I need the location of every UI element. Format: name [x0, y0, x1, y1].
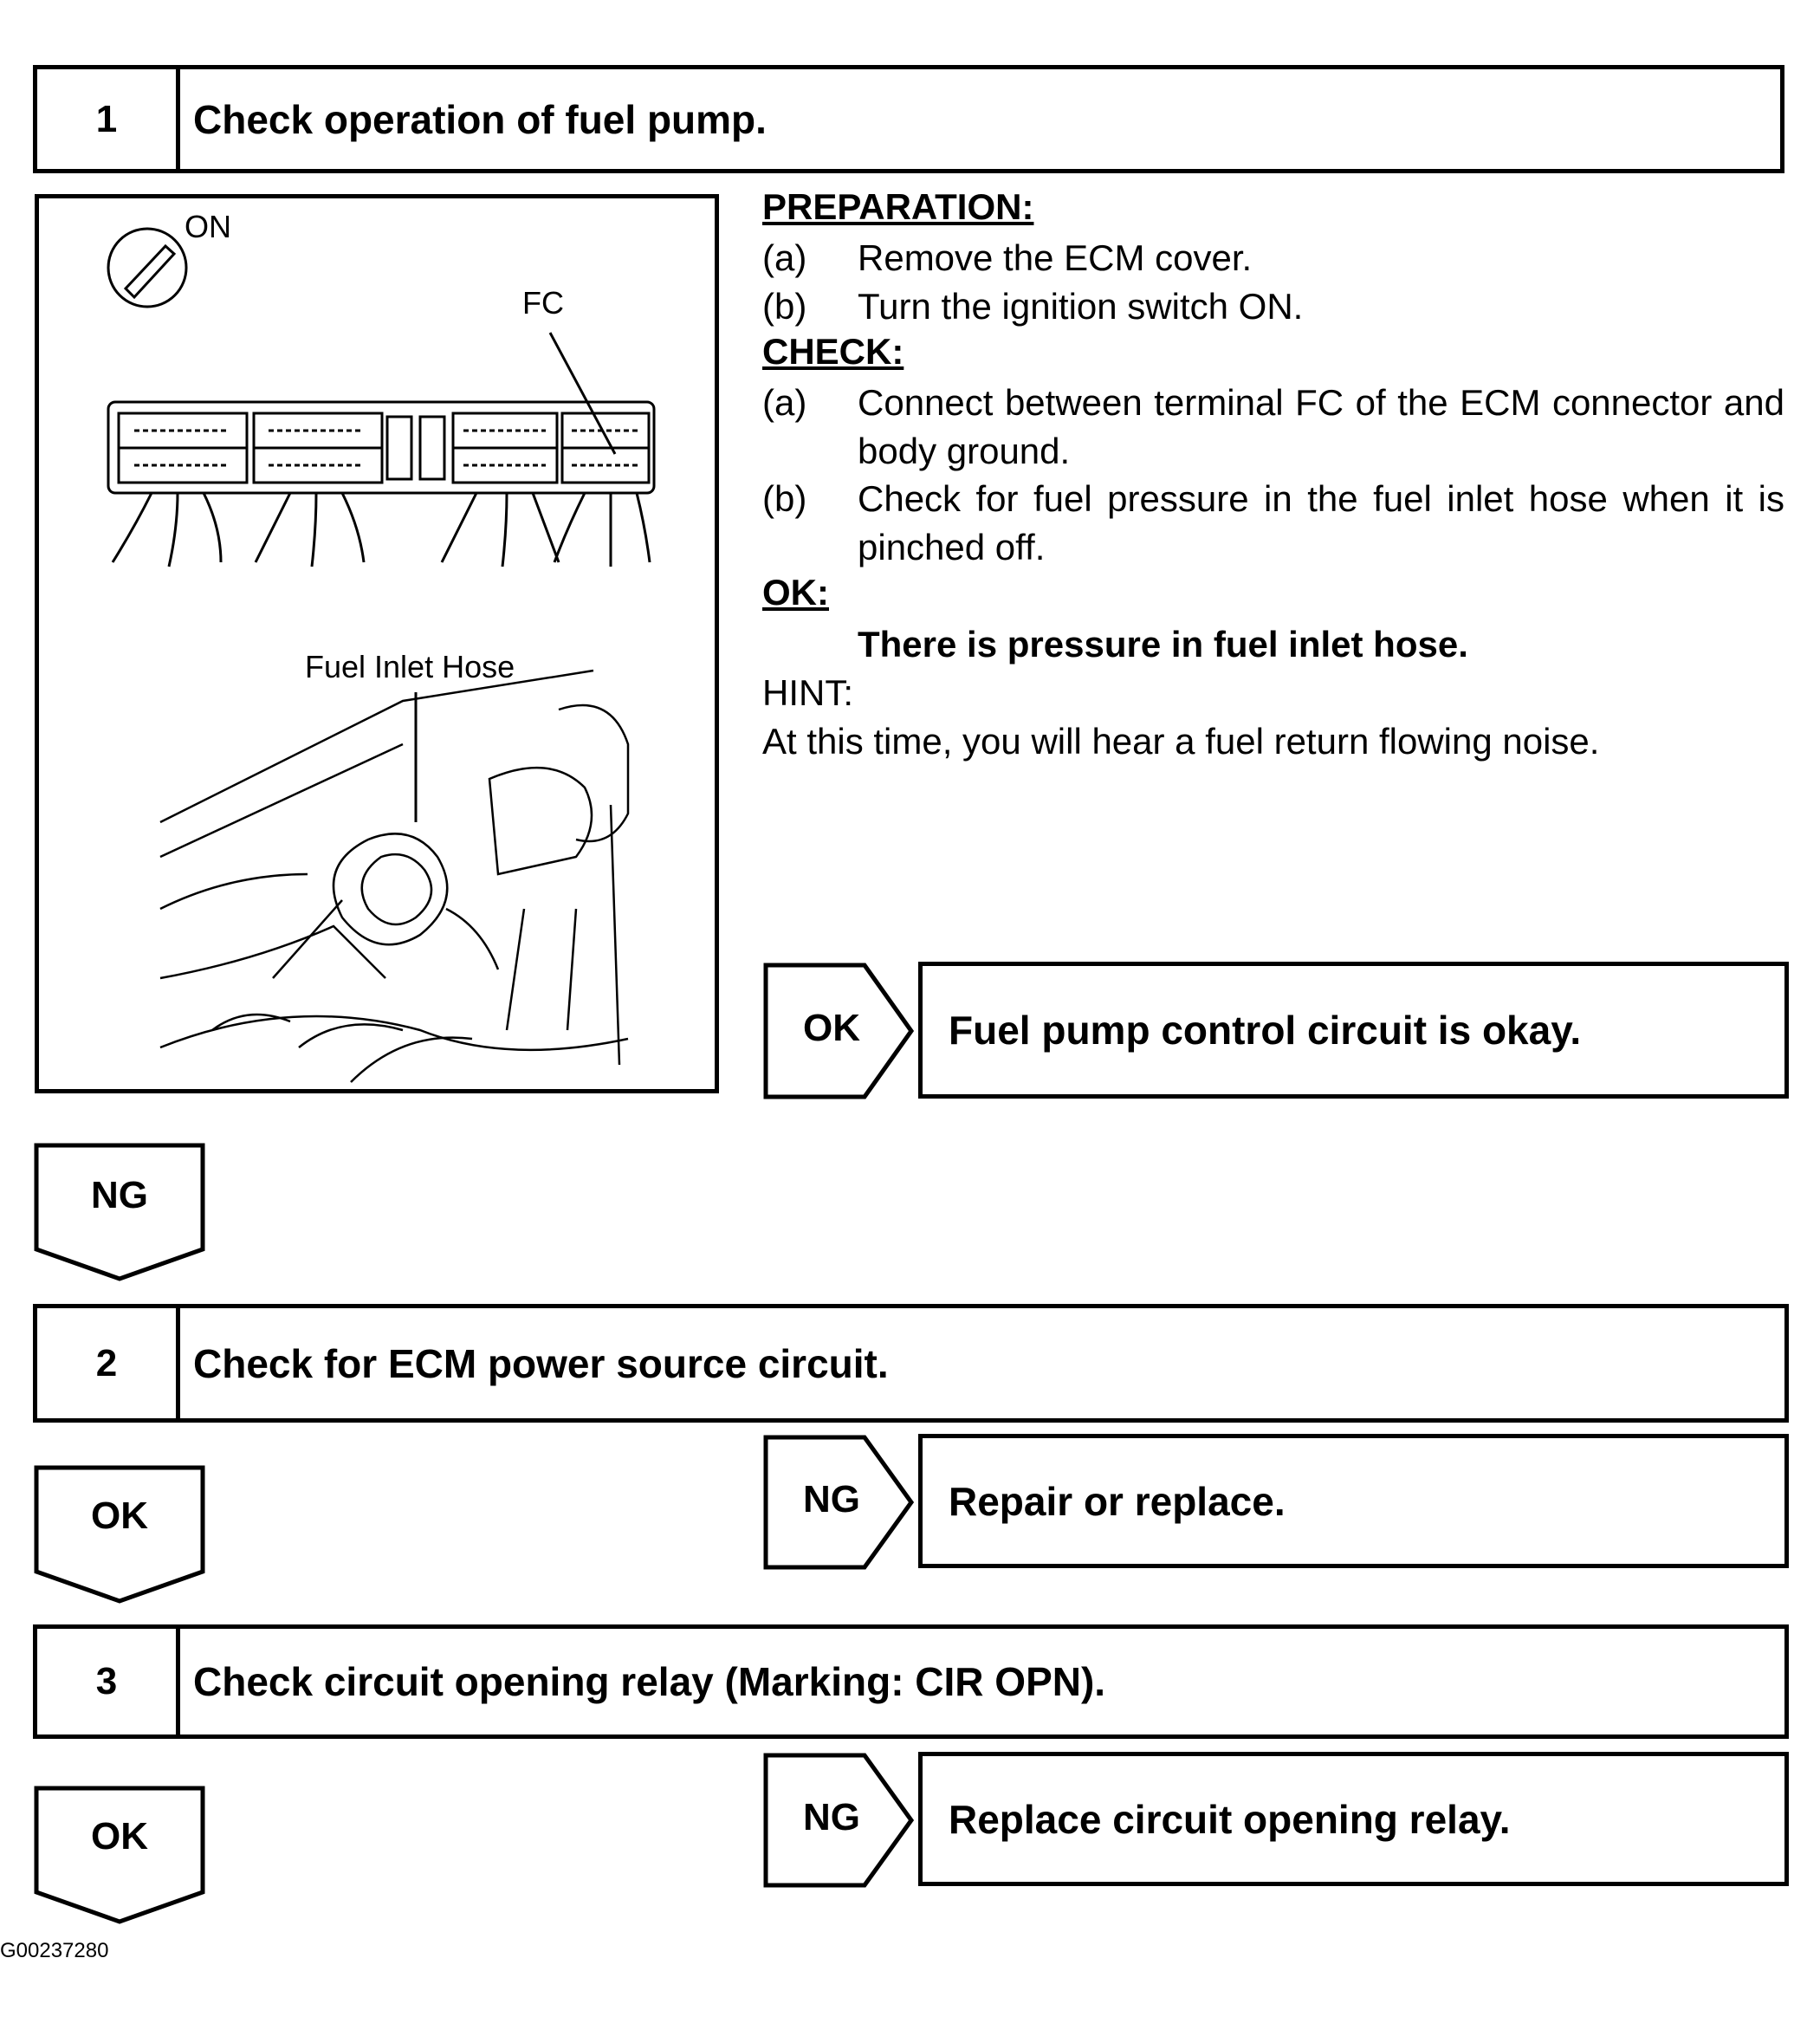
item-label: (b) — [762, 478, 807, 519]
step-1-ok-arrow — [763, 963, 915, 1099]
ecm-illustration — [107, 227, 656, 1083]
step-1-ng-label: NG — [91, 1174, 148, 1216]
step-2-ok-arrow — [34, 1465, 205, 1604]
step-3-title: Check circuit opening relay (Marking: CI… — [193, 1659, 1106, 1704]
ignition-switch-icon — [107, 227, 188, 308]
figure-code: G00237280 — [0, 1939, 109, 1962]
fuel-inlet-hose-label: Fuel Inlet Hose — [305, 649, 515, 684]
item-text: Turn the ignition switch ON. — [858, 286, 1304, 327]
switch-on-label: ON — [185, 209, 231, 244]
item-label: (a) — [762, 237, 807, 278]
step-2-ok-label: OK — [91, 1495, 148, 1537]
engine-bay-sketch — [159, 669, 630, 1083]
step-3-ng-arrow — [763, 1753, 915, 1888]
preparation-heading: PREPARATION: — [762, 186, 1034, 227]
ecm-connector — [107, 400, 656, 567]
item-text: Check for fuel pressure in the fuel inle… — [858, 478, 1784, 567]
ok-spec-text: There is pressure in fuel inlet hose. — [858, 624, 1468, 665]
fc-terminal-label: FC — [522, 285, 564, 321]
step-1-ok-result: Fuel pump control circuit is okay. — [918, 962, 1789, 1099]
hint-text: At this time, you will hear a fuel retur… — [762, 721, 1600, 762]
ok-spec-heading: OK: — [762, 572, 829, 613]
item-text: Connect between terminal FC of the ECM c… — [858, 382, 1784, 471]
hint-heading: HINT: — [762, 672, 853, 713]
step-2-ng-label: NG — [803, 1478, 860, 1520]
step-3-ng-result: Replace circuit opening relay. — [918, 1752, 1789, 1886]
step-2-ng-result: Repair or replace. — [918, 1434, 1789, 1568]
check-heading: CHECK: — [762, 331, 904, 372]
step-2-title: Check for ECM power source circuit. — [193, 1340, 889, 1386]
item-label: (a) — [762, 382, 807, 423]
item-text: Remove the ECM cover. — [858, 237, 1253, 278]
step-1-ok-label: OK — [803, 1007, 860, 1049]
step-3-ok-label: OK — [91, 1815, 148, 1858]
step-1-header: 1 Check operation of fuel pump. — [33, 65, 1784, 173]
item-label: (b) — [762, 286, 807, 327]
step-3-ng-label: NG — [803, 1796, 860, 1838]
step-3-number: 3 — [37, 1629, 180, 1734]
step-2-header: 2 Check for ECM power source circuit. — [33, 1304, 1789, 1423]
step-1-ng-arrow — [34, 1143, 205, 1281]
step-3-header: 3 Check circuit opening relay (Marking: … — [33, 1624, 1789, 1739]
step-1-number: 1 — [37, 69, 180, 169]
illustration-panel: ON FC Fuel Inlet Hose — [35, 194, 719, 1093]
step-3-ok-arrow — [34, 1786, 205, 1924]
fc-leader-line — [548, 332, 617, 455]
step-2-ng-arrow — [763, 1435, 915, 1570]
step-1-title: Check operation of fuel pump. — [193, 96, 767, 142]
step-2-number: 2 — [37, 1308, 180, 1418]
